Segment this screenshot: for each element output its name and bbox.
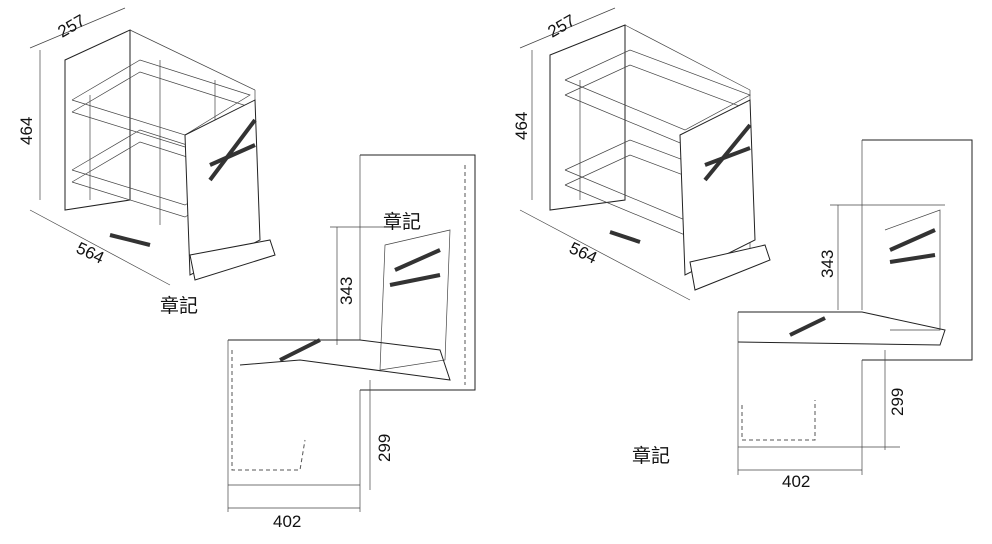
left-extension-dimension: 402 bbox=[273, 512, 301, 531]
left-side-diagram bbox=[227, 154, 476, 512]
left-width-dimension: 564 bbox=[73, 238, 107, 267]
right-extension-dimension: 402 bbox=[782, 472, 810, 491]
right-drop-dimension: 299 bbox=[888, 388, 907, 416]
left-basket-unit bbox=[29, 7, 276, 286]
right-basket-unit bbox=[519, 7, 771, 301]
left-mark-a: 章記 bbox=[160, 295, 198, 317]
left-mark-b: 章記 bbox=[383, 211, 421, 233]
left-height-dimension: 464 bbox=[17, 117, 36, 145]
right-height-dimension: 464 bbox=[512, 112, 531, 140]
right-depth-dimension: 257 bbox=[545, 11, 579, 42]
right-width-dimension: 564 bbox=[566, 238, 600, 267]
left-drop-dimension: 299 bbox=[375, 434, 394, 462]
left-lift-dimension: 343 bbox=[337, 277, 356, 305]
left-depth-dimension: 257 bbox=[55, 11, 89, 42]
right-lift-dimension: 343 bbox=[818, 250, 837, 278]
right-mark: 章記 bbox=[632, 445, 670, 467]
right-side-diagram bbox=[737, 139, 973, 475]
